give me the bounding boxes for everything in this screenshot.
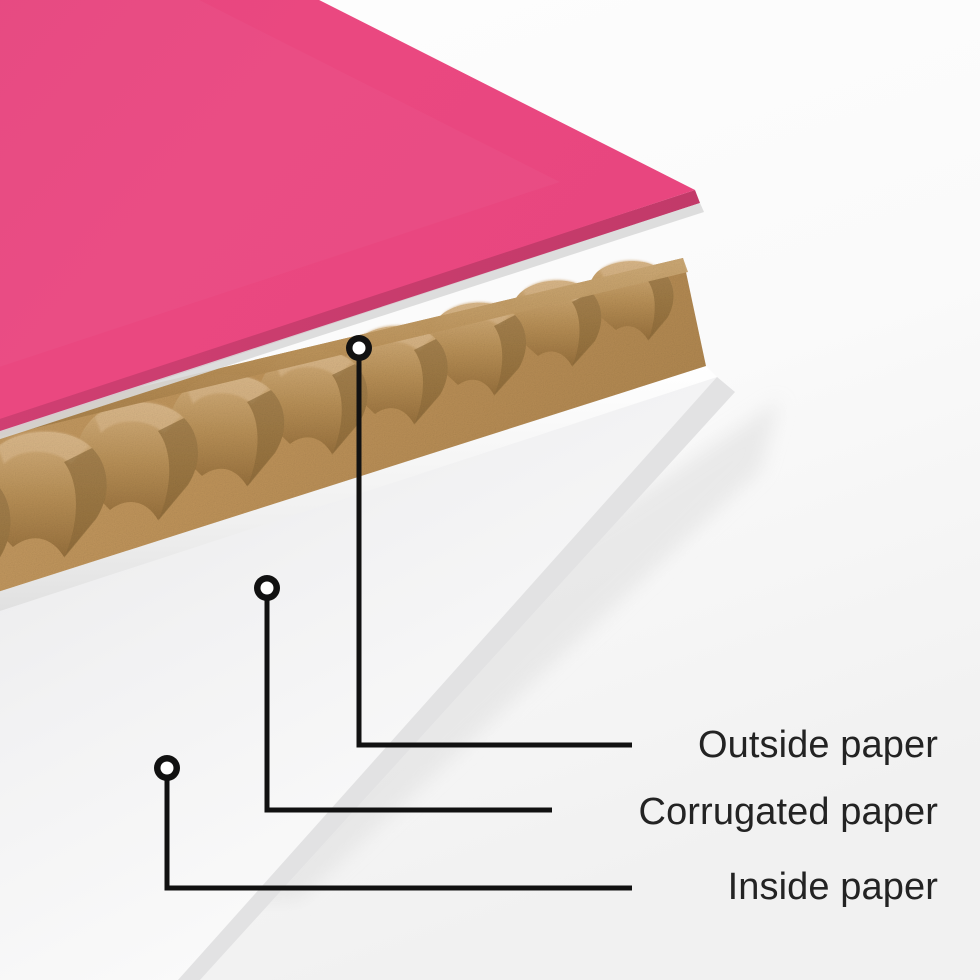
callout-marker-outside-paper — [346, 335, 372, 361]
flute-trough-shadow — [158, 418, 199, 521]
outside-paper-face — [0, 0, 695, 419]
corrugated-paper-layer — [0, 258, 706, 592]
callout-marker-corrugated-paper — [254, 575, 280, 601]
inside-paper-face — [0, 377, 735, 980]
flute-trough-shadow — [64, 448, 107, 558]
flute-trough-shadow — [494, 315, 527, 396]
outside-paper-edge — [0, 190, 700, 433]
callout-line-inside-paper — [164, 768, 632, 891]
outside-paper-layer — [0, 0, 704, 440]
outside-paper-underside-gap — [0, 203, 704, 440]
callout-line-outside-paper — [356, 348, 632, 748]
callout-label-corrugated-paper: Corrugated paper — [638, 791, 938, 833]
flute-trough-shadow — [247, 390, 285, 487]
callout-marker-inside-paper — [154, 755, 180, 781]
flute-crest-highlight — [95, 401, 181, 433]
callout-lines — [164, 348, 632, 891]
flute-trough-shadow — [572, 292, 602, 367]
callout-line-corrugated-paper — [264, 588, 552, 813]
flute-trough-shadow — [414, 339, 448, 425]
inside-paper-edge — [178, 377, 735, 980]
callout-markers — [154, 335, 372, 781]
callout-label-inside-paper: Inside paper — [727, 866, 938, 908]
flute-crest-highlight — [0, 431, 89, 464]
flute-trough-shadow — [648, 272, 674, 341]
callout-label-outside-paper: Outside paper — [697, 724, 938, 766]
corrugated-top-edge — [0, 258, 688, 437]
flute-trough-shadow — [0, 488, 11, 558]
